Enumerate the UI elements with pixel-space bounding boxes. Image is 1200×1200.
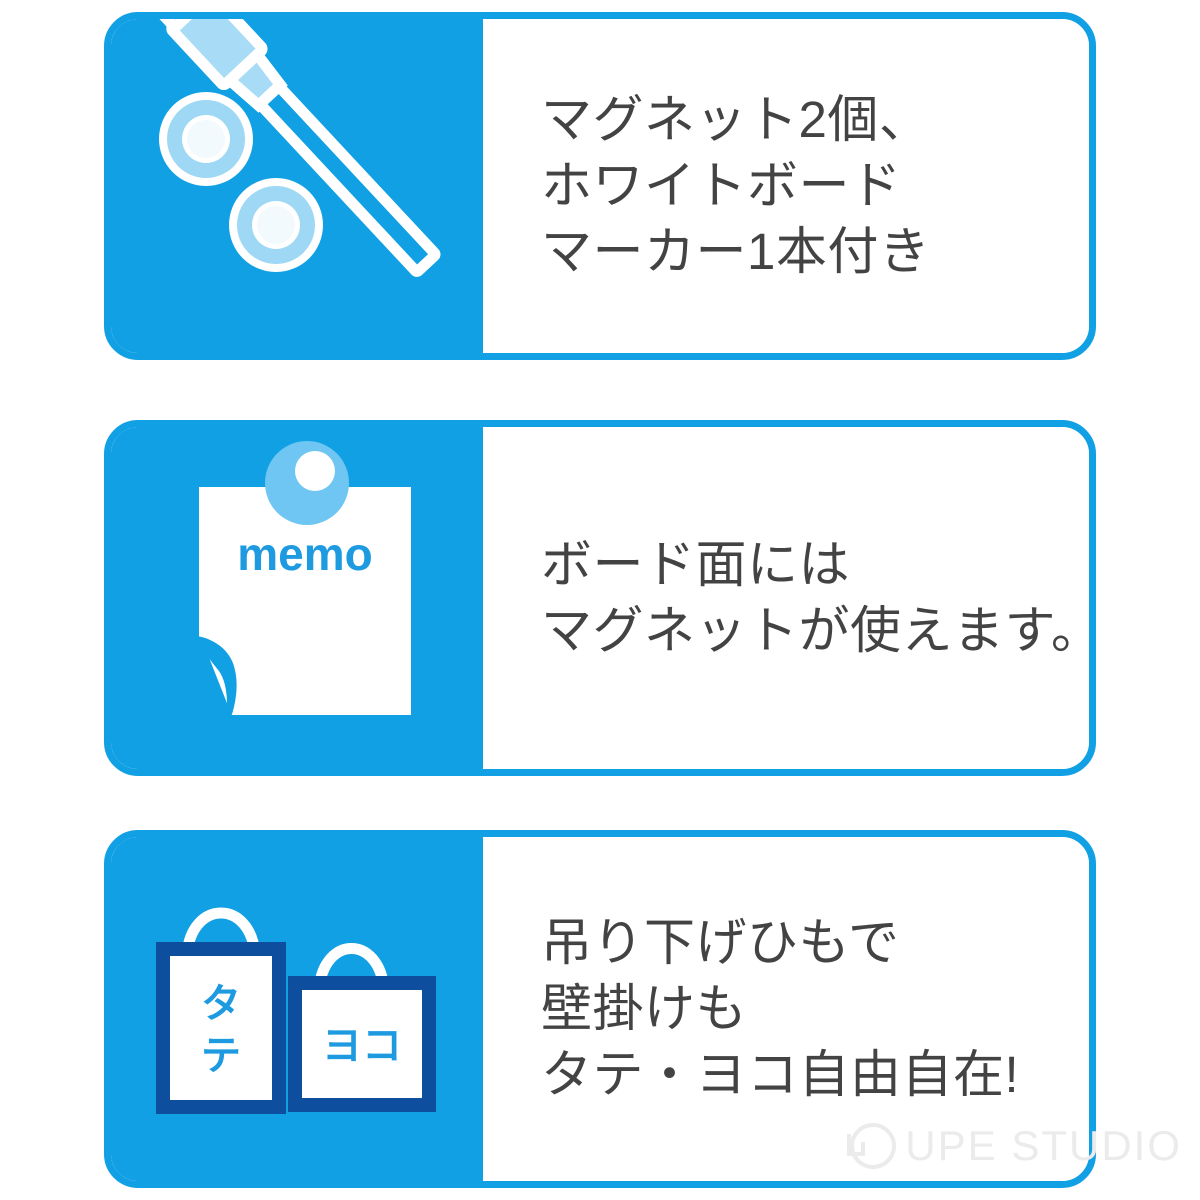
panel-icon-area: [111, 19, 483, 353]
panel-icon-area: タ テ ヨコ: [111, 837, 483, 1181]
panel-text-area: ボード面には マグネットが使えます。: [483, 427, 1096, 769]
panel-text-line: 吊り下げひもで: [541, 913, 900, 971]
panel-text-line: タテ・ヨコ自由自在!: [541, 1046, 1020, 1104]
panel-text-line: 壁掛けも: [541, 979, 748, 1037]
feature-panel-magnet-surface: memo ボード面には マグネットが使えます。: [104, 420, 1096, 776]
panel-text-area: 吊り下げひもで 壁掛けも タテ・ヨコ自由自在!: [483, 837, 1089, 1181]
magnet-disc: [265, 441, 349, 525]
magnet-disc: [159, 92, 253, 186]
panel-text-line: ホワイトボード: [541, 156, 902, 214]
feature-panel-magnets-marker: マグネット2個、 ホワイトボード マーカー1本付き: [104, 12, 1096, 360]
tate-label-char1: タ: [201, 982, 241, 1026]
feature-panel-hanging-orientation: タ テ ヨコ 吊り下げひもで 壁掛けも タテ・ヨコ自由自在!: [104, 830, 1096, 1188]
panel-text-line: マーカー1本付き: [541, 223, 931, 281]
panel-text-line: ボード面には: [541, 535, 851, 593]
memo-with-magnet-icon: memo: [111, 427, 483, 769]
magnets-and-marker-icon: [111, 19, 483, 353]
panel-text-line: マグネット2個、: [541, 90, 931, 148]
panel-icon-area: memo: [111, 427, 483, 769]
magnet-disc: [229, 178, 323, 272]
portrait-landscape-hanging-icon: タ テ ヨコ: [111, 837, 483, 1181]
panel-text-line: マグネットが使えます。: [541, 602, 1096, 659]
memo-label: memo: [237, 528, 372, 580]
tate-label-char2: テ: [201, 1034, 241, 1078]
yoko-label: ヨコ: [322, 1024, 402, 1068]
panel-text-area: マグネット2個、 ホワイトボード マーカー1本付き: [483, 19, 1089, 353]
